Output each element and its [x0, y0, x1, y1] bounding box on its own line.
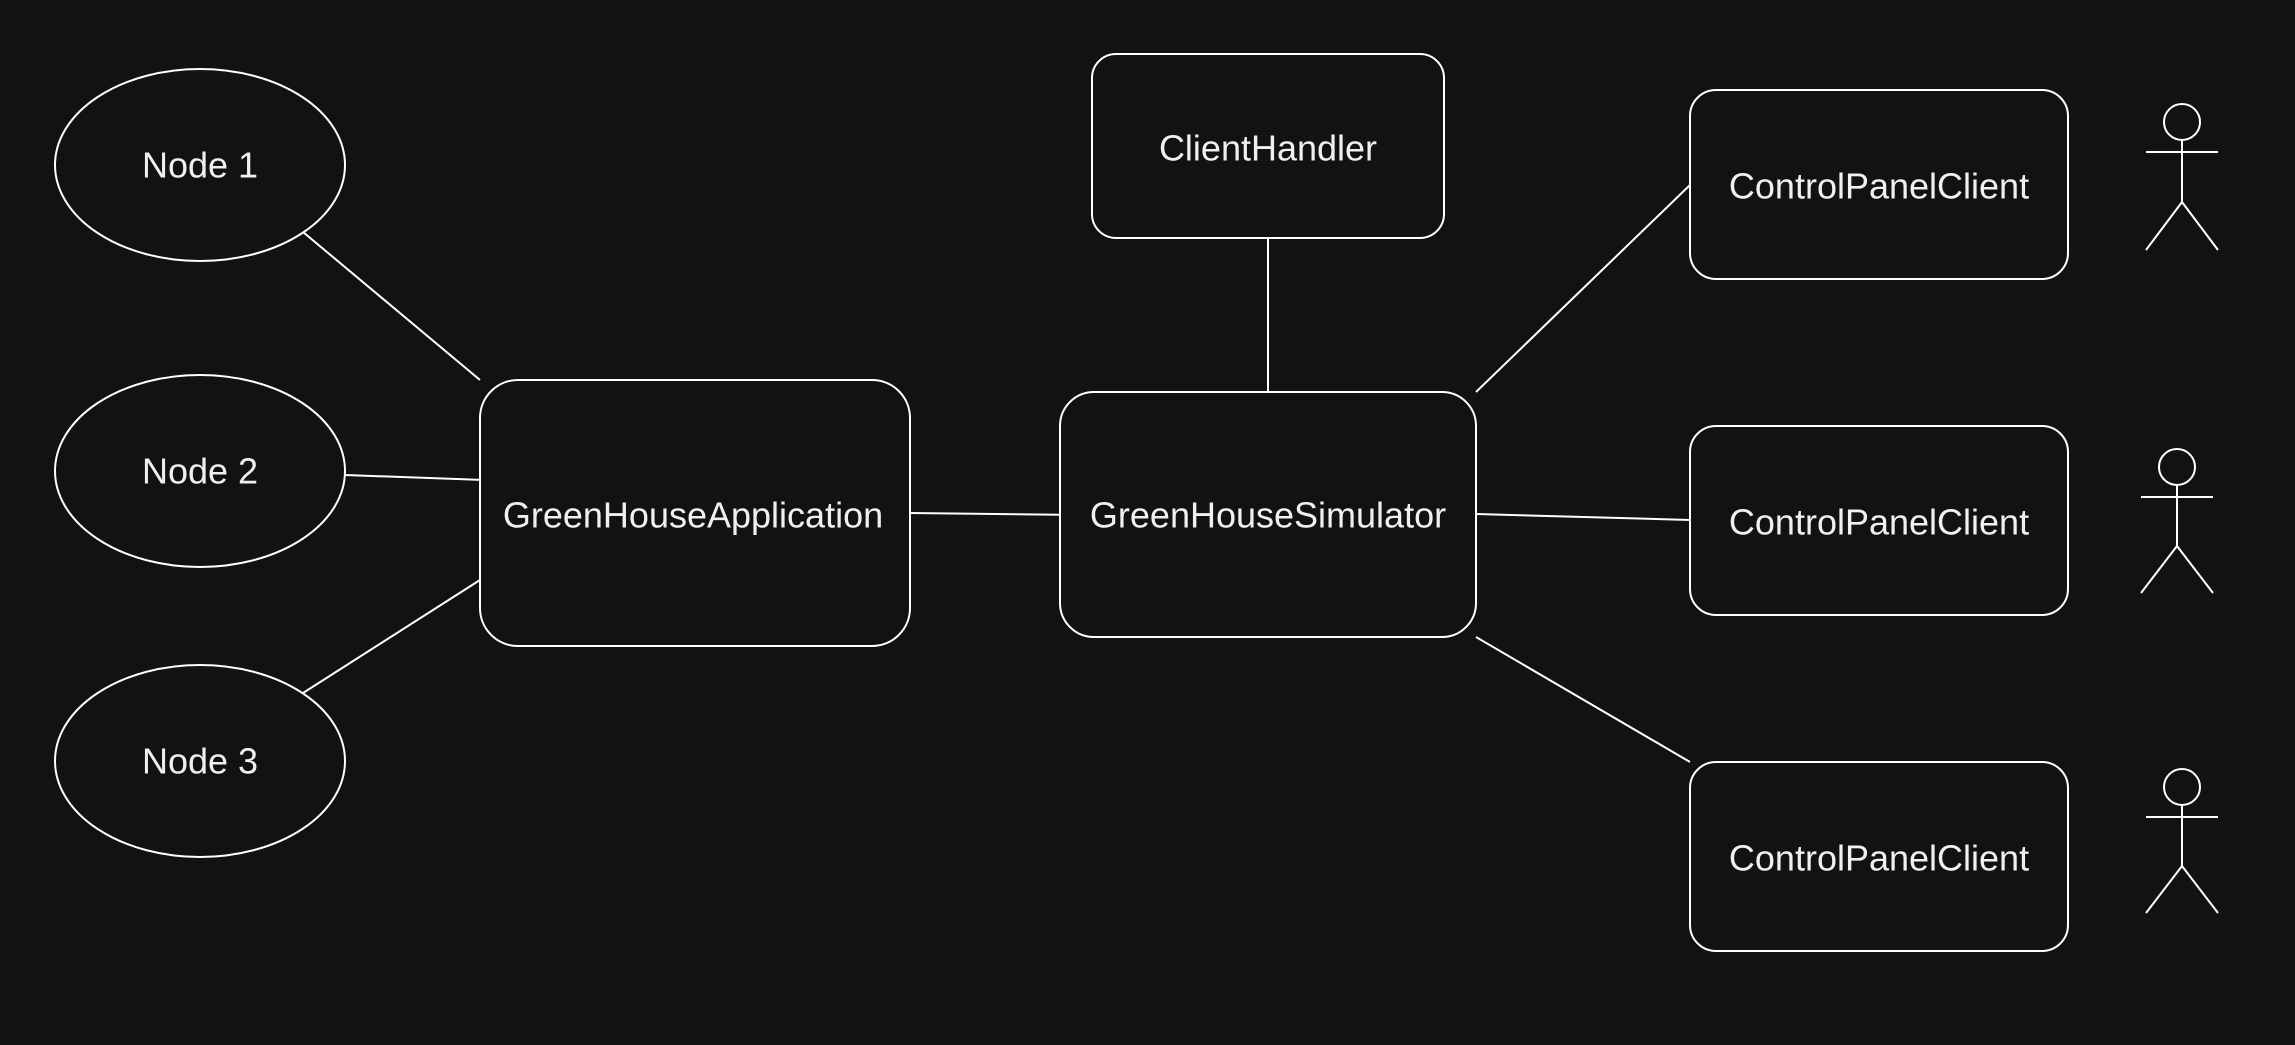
- client-handler-label: ClientHandler: [1159, 128, 1377, 169]
- greenhouse-application-box[interactable]: GreenHouseApplication: [479, 379, 911, 647]
- control-panel-client-2-box[interactable]: ControlPanelClient: [1689, 425, 2069, 616]
- node-1-label: Node 1: [142, 145, 258, 186]
- edge-node2-application: [344, 474, 485, 481]
- actor-2-icon: [2140, 448, 2214, 594]
- node-3-label: Node 3: [142, 741, 258, 782]
- node-1[interactable]: Node 1: [54, 68, 346, 262]
- control-panel-client-1-box[interactable]: ControlPanelClient: [1689, 89, 2069, 280]
- connectors: [302, 184, 1691, 763]
- actor-3-icon: [2145, 768, 2219, 914]
- greenhouse-simulator-box[interactable]: GreenHouseSimulator: [1059, 391, 1477, 638]
- control-panel-client-3-box[interactable]: ControlPanelClient: [1689, 761, 2069, 952]
- control-panel-client-1-label: ControlPanelClient: [1729, 166, 2029, 207]
- edge-application-simulator: [909, 512, 1084, 516]
- node-2-label: Node 2: [142, 451, 258, 492]
- edge-simulator-client2: [1475, 513, 1691, 521]
- node-3[interactable]: Node 3: [54, 664, 346, 858]
- control-panel-client-3-label: ControlPanelClient: [1729, 838, 2029, 879]
- control-panel-client-2-label: ControlPanelClient: [1729, 502, 2029, 543]
- node-2[interactable]: Node 2: [54, 374, 346, 568]
- edge-node1-application: [302, 231, 481, 381]
- greenhouse-application-label: GreenHouseApplication: [503, 495, 883, 536]
- client-handler-box[interactable]: ClientHandler: [1091, 53, 1445, 239]
- edge-simulator-client1: [1475, 184, 1691, 393]
- edge-node3-application: [302, 579, 481, 694]
- edge-simulator-client3: [1475, 636, 1691, 763]
- greenhouse-simulator-label: GreenHouseSimulator: [1090, 495, 1446, 536]
- actor-1-icon: [2145, 103, 2219, 251]
